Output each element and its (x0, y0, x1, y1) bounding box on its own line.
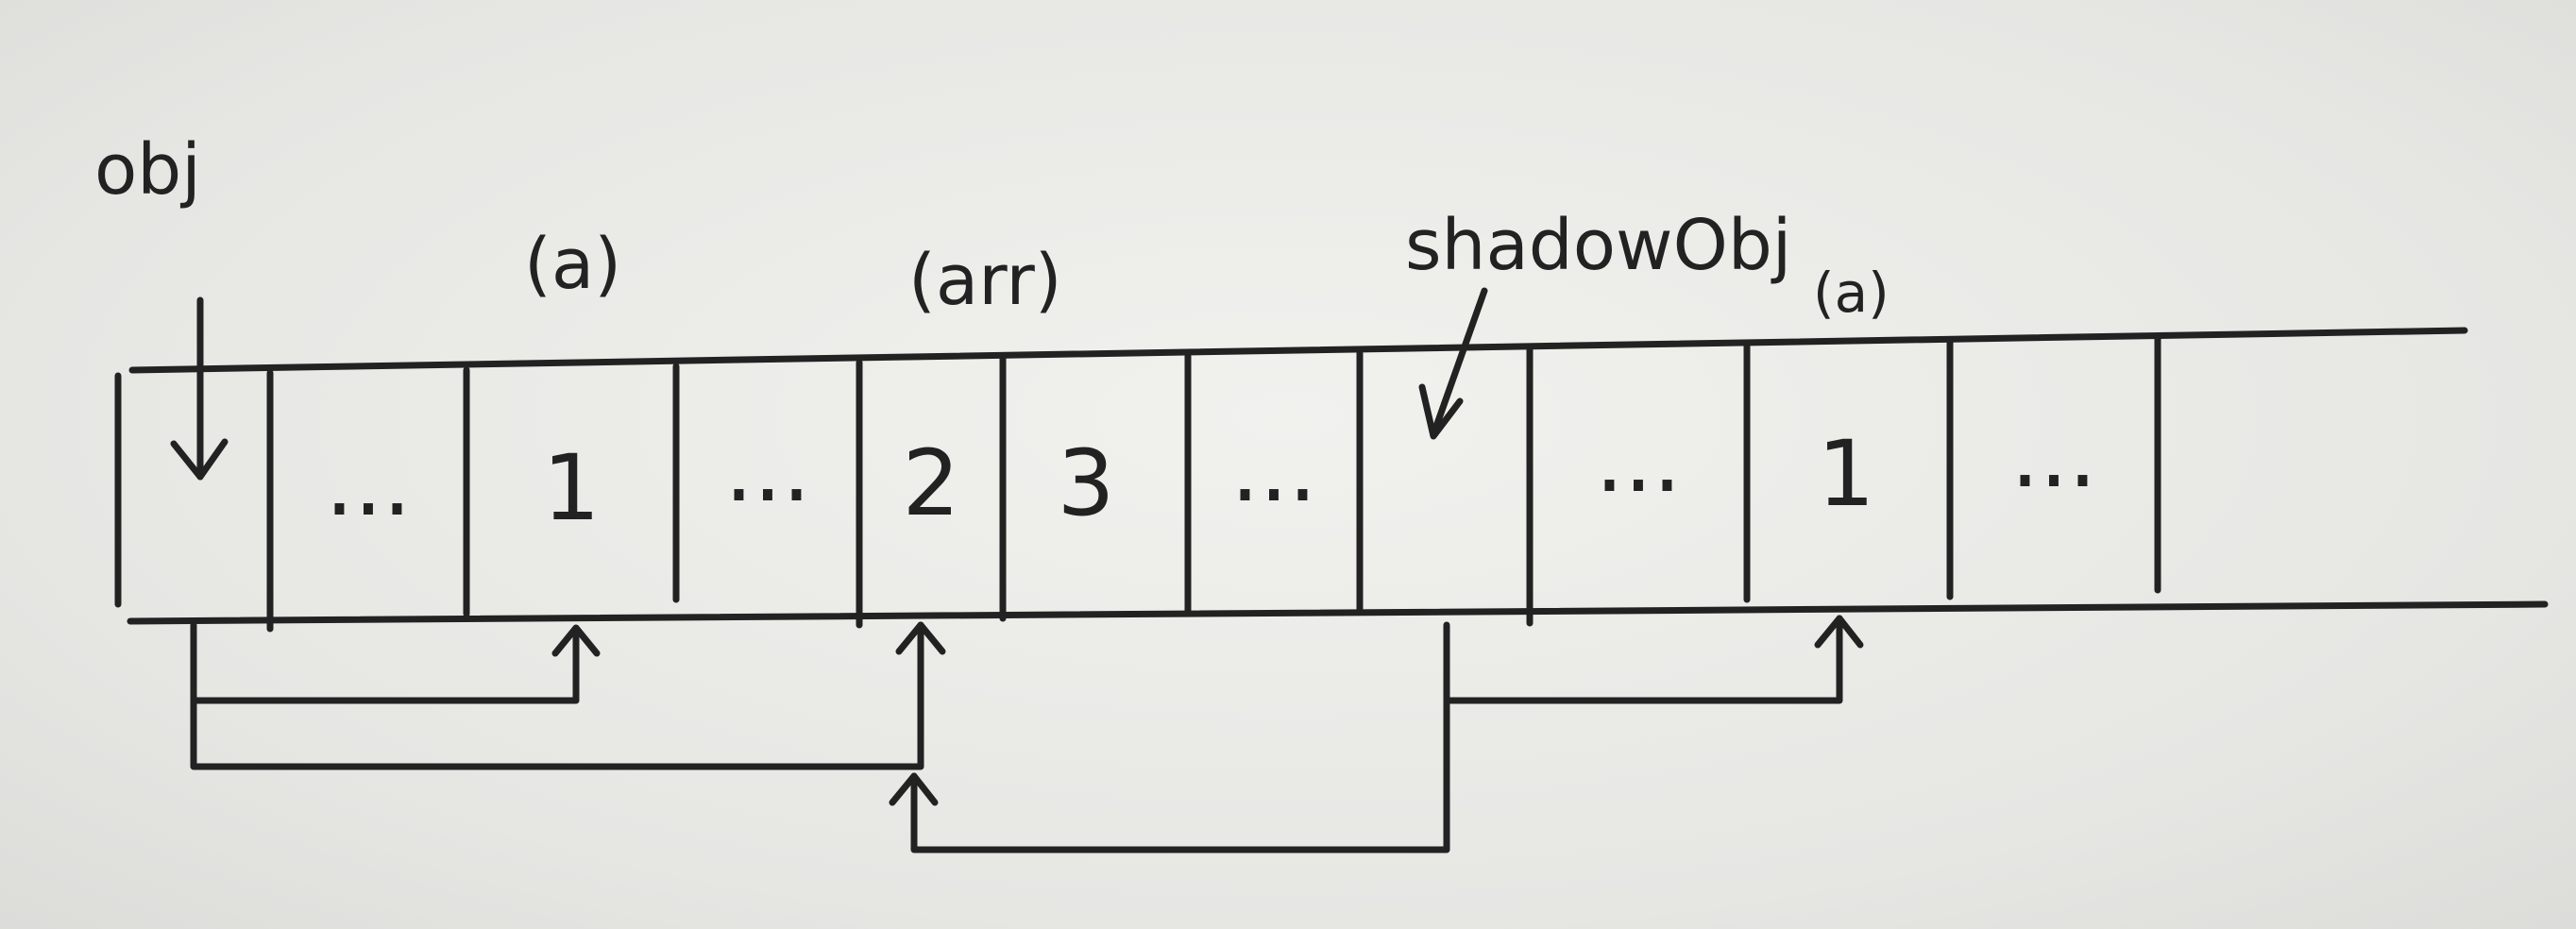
cell-dividers (114, 334, 2161, 633)
shadowObj-pointer-arrow (1418, 287, 1488, 440)
cell-value: 2 (902, 431, 959, 536)
cell-value: ... (2010, 402, 2097, 508)
label-a-subscript: (a) (1813, 261, 1890, 325)
strip-top-line (128, 327, 2468, 374)
strip-bottom-line (127, 600, 2549, 625)
ref-obj-to-arr (190, 621, 946, 770)
label-a: (a) (524, 224, 621, 305)
cell-value: ... (1230, 416, 1317, 522)
cell-value: ... (325, 431, 412, 536)
cell-value: 1 (1817, 421, 1874, 527)
ref-obj-to-a (190, 621, 601, 704)
label-obj: obj (94, 129, 201, 211)
label-arr: (arr) (908, 240, 1062, 321)
cell-value: 3 (1057, 431, 1114, 536)
obj-pointer-arrow (170, 296, 229, 481)
ref-shadowObj-to-arr (889, 621, 1450, 853)
label-shadowObj: shadowObj (1405, 205, 1791, 286)
cell-value: ... (1595, 407, 1682, 513)
cell-value: ... (724, 416, 811, 522)
cell-values: ... 1 ... 2 3 ... ... 1 ... (325, 402, 2097, 541)
cell-value: 1 (542, 435, 600, 541)
ref-shadowObj-to-a (1443, 615, 1864, 704)
